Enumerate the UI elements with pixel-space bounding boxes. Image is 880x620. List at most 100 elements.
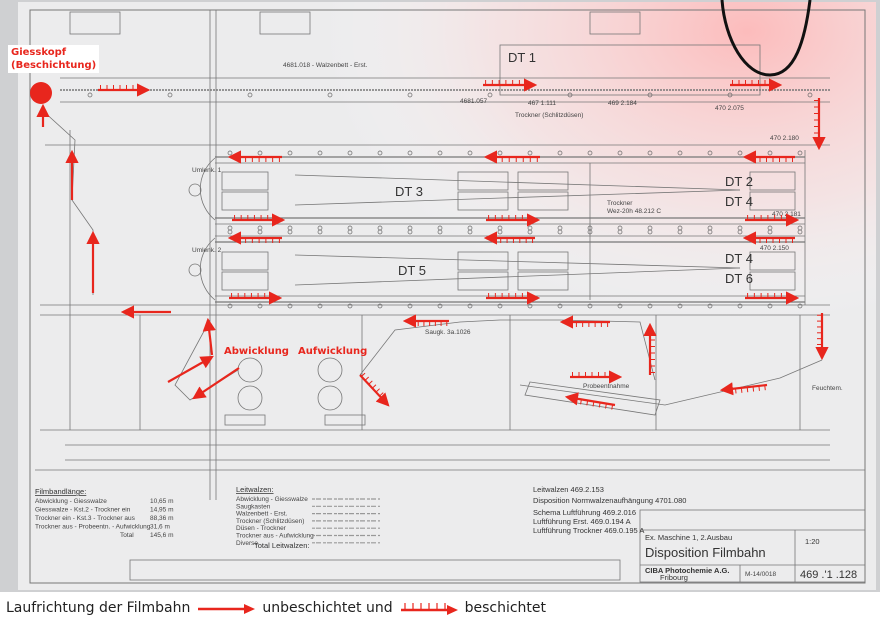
filmband-row-value: 88,36 m bbox=[150, 515, 174, 522]
caption-text: beschichtet bbox=[464, 600, 547, 616]
drawing-number: 469 .'1 .128 bbox=[800, 569, 857, 581]
leitwalzen-row-label: Diverse bbox=[236, 540, 258, 547]
filmband-row-label: Giesswalze - Kst.2 - Trockner ein bbox=[35, 507, 131, 514]
coated-web-arrow bbox=[483, 78, 538, 92]
roller bbox=[807, 92, 813, 98]
label-probeentnahme: Probeentnahme bbox=[583, 383, 630, 390]
roller bbox=[737, 150, 743, 156]
legend-caption: Laufrichtung der Filmbahn unbeschichtet … bbox=[6, 597, 546, 619]
drawing-code: M-14/0018 bbox=[745, 571, 776, 578]
label-ref: 469 2.184 bbox=[608, 100, 637, 107]
dryer-label-dt2: DT 2 bbox=[725, 174, 753, 189]
coated-web-arrow bbox=[559, 315, 610, 329]
leitwalzen-row-label: Trockner (Schlitzdüsen) bbox=[236, 518, 304, 525]
roller bbox=[647, 150, 653, 156]
giesskopf-label-line2: (Beschichtung) bbox=[11, 60, 97, 71]
roller bbox=[467, 303, 473, 309]
roller bbox=[617, 150, 623, 156]
filmband-row-label: Trockner aus - Probeentn. - Aufwicklung bbox=[35, 524, 151, 531]
uncoated-arrow-icon bbox=[198, 604, 256, 614]
coated-web-arrow bbox=[227, 231, 282, 245]
giesskopf-label-line1: Giesskopf bbox=[11, 47, 67, 58]
coated-web-arrow bbox=[359, 372, 390, 407]
label-aufwicklung: Aufwicklung bbox=[298, 346, 367, 357]
leitwalzen-table: Leitwalzen: Abwicklung - GiesswalzeSaugk… bbox=[236, 485, 380, 550]
leitwalzen-total-label: Total Leitwalzen: bbox=[254, 541, 309, 550]
label-ref: 4681.057 bbox=[460, 98, 487, 105]
roller bbox=[287, 150, 293, 156]
roller bbox=[737, 303, 743, 309]
roller bbox=[327, 92, 333, 98]
uncoated-web-arrow bbox=[192, 367, 240, 400]
coated-web-arrow bbox=[227, 150, 282, 164]
roller bbox=[437, 229, 443, 235]
roller bbox=[557, 150, 563, 156]
coated-web-arrow bbox=[719, 382, 768, 396]
roller bbox=[257, 303, 263, 309]
roller bbox=[377, 150, 383, 156]
drawing-title: Disposition Filmbahn bbox=[645, 545, 766, 560]
roller bbox=[647, 229, 653, 235]
label-walzenbett: 4681.018 - Walzenbett - Erst. bbox=[283, 62, 367, 69]
roller bbox=[617, 229, 623, 235]
reference-line: Luftführung Trockner 469.0.195 A bbox=[533, 526, 644, 535]
roller bbox=[677, 150, 683, 156]
dryer-label-dt4-lower: DT 4 bbox=[725, 251, 753, 266]
coated-web-arrow bbox=[232, 213, 286, 227]
label-umlenk1: Umlenk. 1 bbox=[192, 167, 222, 174]
roller bbox=[617, 303, 623, 309]
roller bbox=[767, 303, 773, 309]
roller bbox=[287, 303, 293, 309]
title-block: Ex. Maschine 1, 2.Ausbau Disposition Fil… bbox=[645, 533, 857, 582]
coated-web-arrow bbox=[483, 150, 540, 164]
company-city: Fribourg bbox=[660, 573, 688, 582]
roller bbox=[797, 303, 803, 309]
roller bbox=[377, 303, 383, 309]
roller bbox=[487, 92, 493, 98]
roller bbox=[407, 229, 413, 235]
leitwalzen-row-label: Abwicklung - Giesswalze bbox=[236, 496, 308, 503]
roller bbox=[767, 150, 773, 156]
caption-text: Laufrichtung der Filmbahn bbox=[6, 600, 191, 616]
roller bbox=[407, 303, 413, 309]
guide-rollers bbox=[87, 92, 813, 309]
roller bbox=[677, 229, 683, 235]
leitwalzen-row-label: Saugkasten bbox=[236, 503, 271, 510]
roller bbox=[247, 92, 253, 98]
roller bbox=[557, 303, 563, 309]
roller bbox=[797, 150, 803, 156]
roller bbox=[707, 229, 713, 235]
roller bbox=[727, 92, 733, 98]
label-feuchtem: Feuchtem. bbox=[812, 385, 843, 392]
roller bbox=[347, 150, 353, 156]
roller bbox=[737, 229, 743, 235]
coated-web-arrow bbox=[812, 98, 826, 151]
roller bbox=[377, 229, 383, 235]
coated-arrow-icon bbox=[400, 603, 458, 615]
roller bbox=[647, 92, 653, 98]
giesskopf-label: Giesskopf (Beschichtung) bbox=[8, 45, 100, 73]
machine-name: Ex. Maschine 1, 2.Ausbau bbox=[645, 533, 732, 542]
roller bbox=[677, 303, 683, 309]
roller bbox=[437, 150, 443, 156]
coated-web-arrow bbox=[98, 83, 151, 97]
reference-line: Leitwalzen 469.2.153 bbox=[533, 485, 604, 494]
roller bbox=[587, 229, 593, 235]
casting-head-marker bbox=[30, 82, 52, 104]
roller bbox=[587, 150, 593, 156]
roller bbox=[317, 229, 323, 235]
coated-web-arrow bbox=[486, 213, 541, 227]
roller bbox=[497, 150, 503, 156]
filmband-row-value: 10,65 m bbox=[150, 498, 174, 505]
label-ref: 470 2.180 bbox=[770, 135, 799, 142]
drawing-scale: 1:20 bbox=[805, 537, 820, 546]
coated-web-arrow bbox=[570, 370, 623, 384]
roller bbox=[497, 303, 503, 309]
label-umlenk2: Umlenk. 2 bbox=[192, 247, 222, 254]
leitwalzen-row-label: Trockner aus - Aufwicklung bbox=[236, 533, 314, 540]
roller bbox=[87, 92, 93, 98]
label-ref: 470 2.181 bbox=[772, 211, 801, 218]
